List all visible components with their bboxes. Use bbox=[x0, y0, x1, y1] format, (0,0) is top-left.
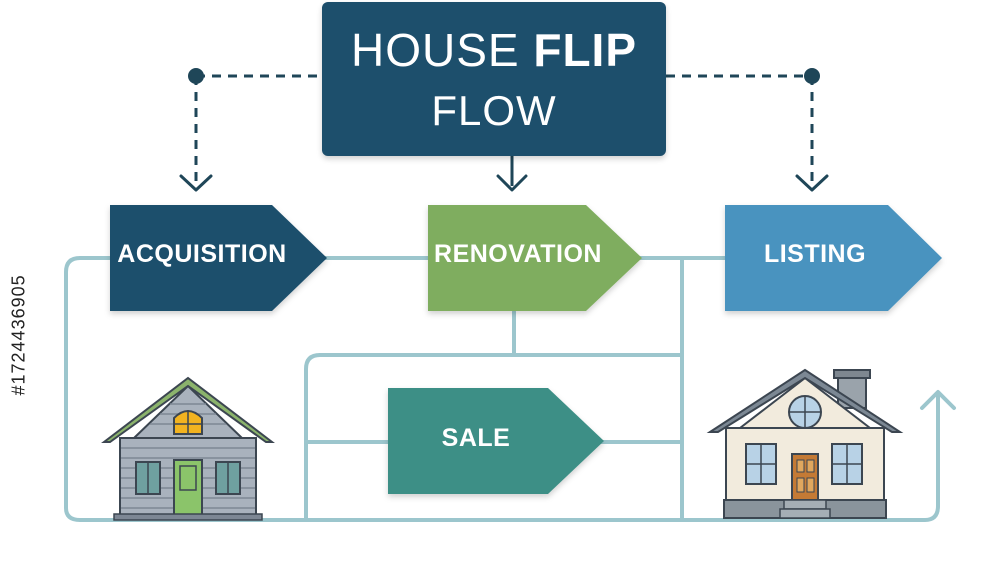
renovation-arrow-shape bbox=[428, 205, 642, 311]
sale-label: SALE bbox=[441, 424, 511, 452]
acquisition-label: ACQUISITION bbox=[117, 240, 287, 268]
dashed-connector-dot-right bbox=[804, 68, 820, 84]
down-arrow-heads bbox=[179, 174, 829, 192]
listing-arrow-shape bbox=[725, 205, 942, 311]
acquisition-arrow-shape bbox=[110, 205, 327, 311]
old-house-icon bbox=[101, 376, 275, 521]
renovation-label: RENOVATION bbox=[434, 240, 602, 268]
stock-watermark-id: #1724436905 bbox=[8, 274, 29, 396]
title-line-2: FLOW bbox=[431, 87, 557, 134]
up-arrow-head bbox=[920, 390, 956, 410]
connector-lines bbox=[64, 256, 940, 522]
new-house-icon bbox=[706, 368, 904, 519]
diagram-title-box: HOUSE FLIP FLOW bbox=[322, 2, 666, 156]
title-regular-text: HOUSE bbox=[350, 24, 534, 76]
dashed-connectors bbox=[194, 74, 814, 186]
title-bold-text: FLIP bbox=[533, 24, 638, 76]
listing-label: LISTING bbox=[763, 240, 867, 268]
sale-arrow-shape bbox=[388, 388, 604, 494]
dashed-connector-dot-left bbox=[188, 68, 204, 84]
title-line-1: HOUSE FLIP bbox=[322, 24, 666, 76]
